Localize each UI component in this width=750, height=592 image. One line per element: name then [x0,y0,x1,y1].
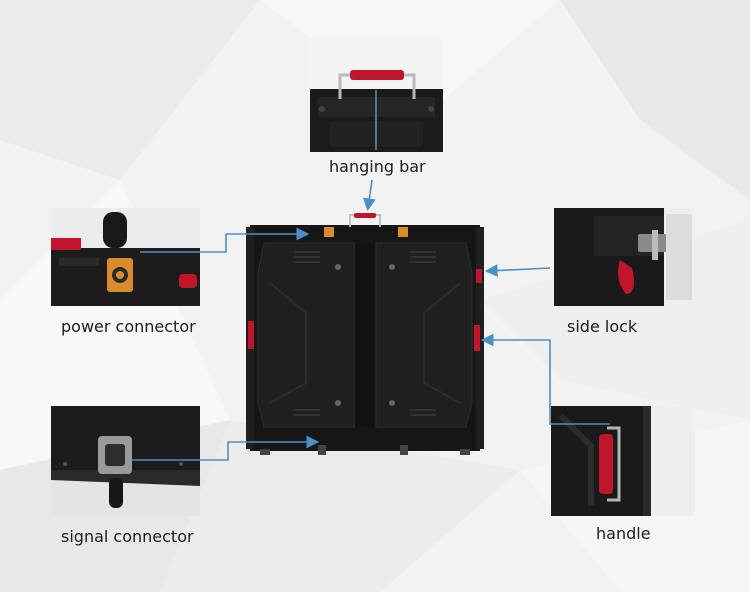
power-connector-label: power connector [61,317,196,336]
handle-photo [551,406,695,516]
led-cabinet-photo [246,213,484,463]
side-lock-label: side lock [567,317,638,336]
signal-connector-photo [51,406,200,516]
power-connector-photo [51,208,200,306]
hanging-bar-photo [310,39,443,152]
signal-connector-label: signal connector [61,527,194,546]
side-lock-photo [554,208,695,306]
handle-label: handle [596,524,651,543]
hanging-bar-label: hanging bar [329,157,426,176]
